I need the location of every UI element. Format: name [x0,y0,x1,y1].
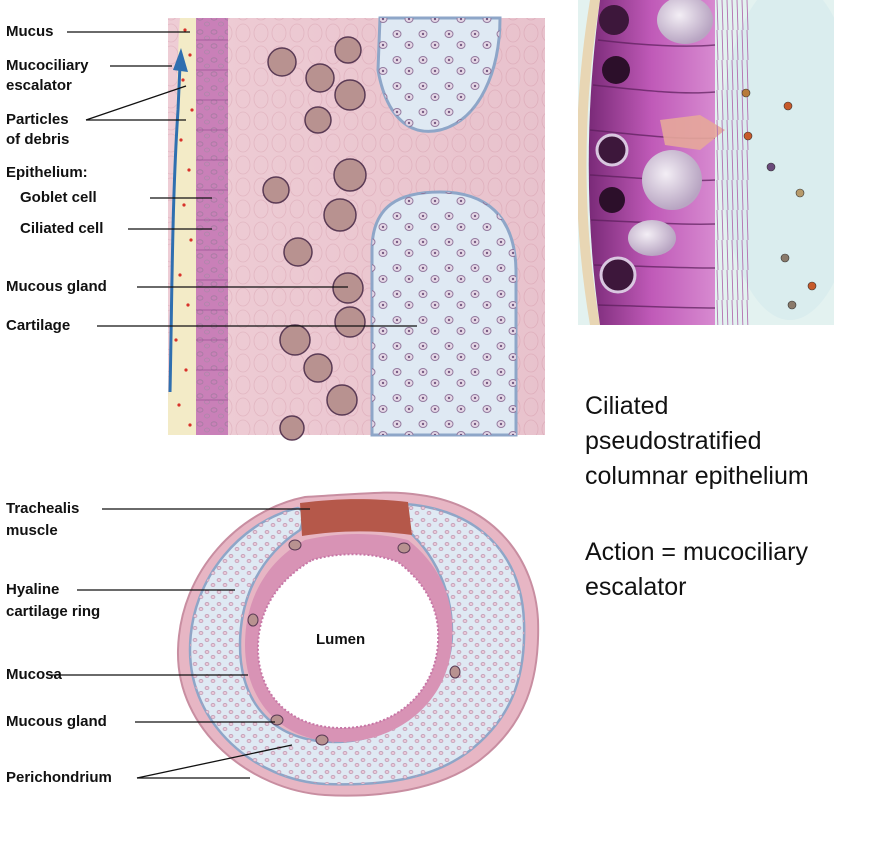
label-epithelium: Epithelium: [6,164,88,181]
label-trachealis-muscle-line1: Trachealis [6,500,80,517]
label-ciliated-cell: Ciliated cell [20,220,104,237]
label-particles-of-debris-line2: of debris [6,131,70,148]
label-mucous-gland-section: Mucous gland [6,278,107,295]
leader-lines [50,31,417,779]
caption-action-line1: Action = mucociliary [585,538,808,566]
caption-action-line2: escalator [585,573,687,601]
label-trachealis-muscle-line2: muscle [6,522,58,539]
label-hyaline-cartilage-ring-line1: Hyaline [6,581,60,598]
caption-line1: Ciliated [585,392,669,420]
caption-line3: columnar epithelium [585,462,809,490]
label-hyaline-cartilage-ring-line2: cartilage ring [6,603,101,620]
label-mucociliary-escalator-line2: escalator [6,77,72,94]
label-mucous-gland-cross: Mucous gland [6,713,107,730]
caption-line2: pseudostratified [585,427,762,455]
label-lumen: Lumen [316,631,366,648]
label-particles-of-debris-line1: Particles [6,111,69,128]
tracheal-wall-section [168,16,545,441]
label-goblet-cell: Goblet cell [20,189,97,206]
label-mucus: Mucus [6,23,54,40]
epithelium-closeup [578,0,834,325]
trachea-cross-section [176,491,540,797]
label-mucociliary-escalator-line1: Mucociliary [6,57,89,74]
label-perichondrium: Perichondrium [6,769,112,786]
label-cartilage: Cartilage [6,317,71,334]
label-mucosa: Mucosa [6,666,62,683]
